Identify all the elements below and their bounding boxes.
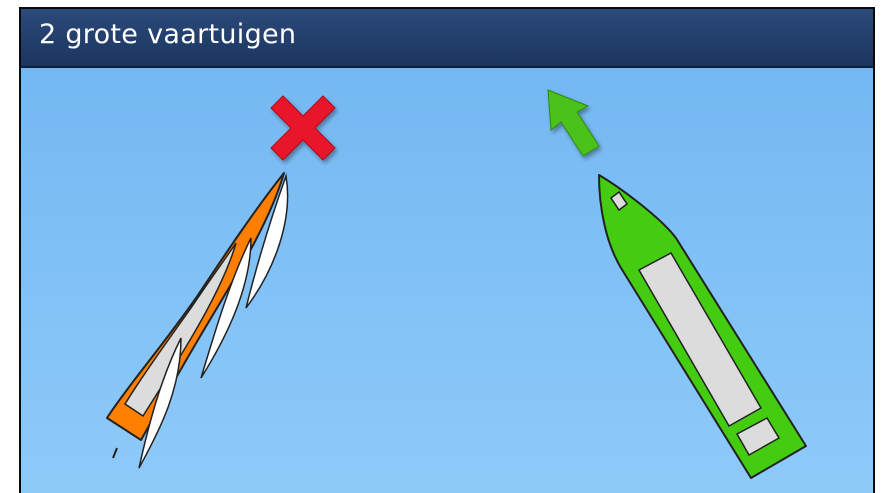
arrow-up-left-icon (548, 90, 599, 156)
water-scene (21, 68, 873, 493)
title-bar: 2 grote vaartuigen (21, 9, 873, 68)
diagram-panel: 2 grote vaartuigen (19, 7, 875, 493)
scene-drawing (21, 68, 873, 493)
sailboat-icon (107, 173, 288, 468)
cross-icon (271, 96, 335, 160)
page-title: 2 grote vaartuigen (39, 19, 296, 50)
motorship-icon (599, 175, 806, 478)
